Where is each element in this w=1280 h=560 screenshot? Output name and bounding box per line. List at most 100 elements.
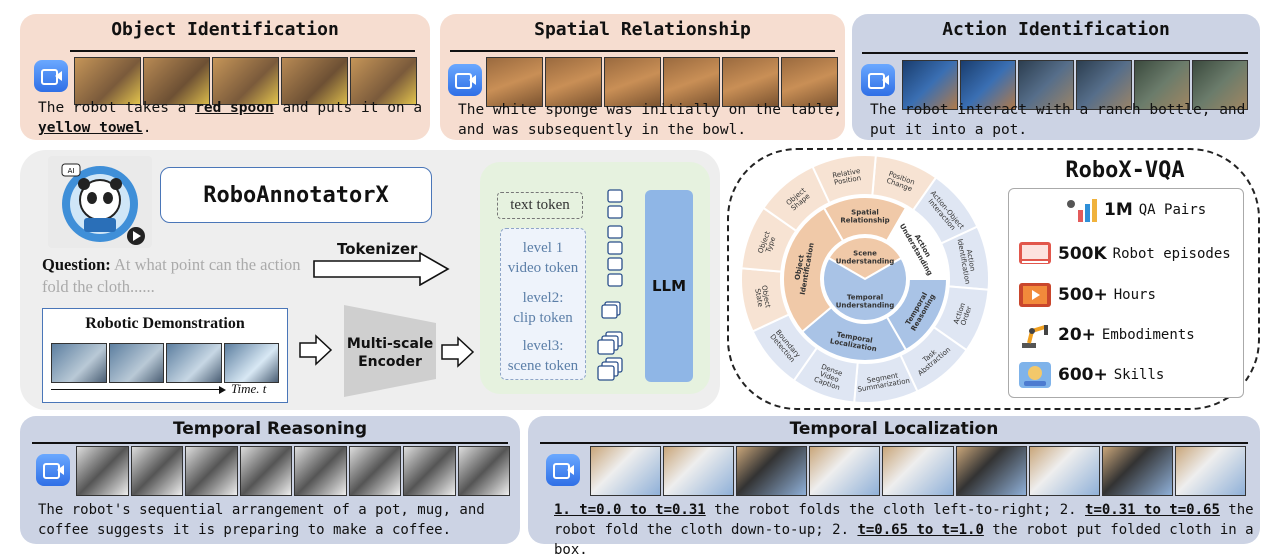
temporal-localization-panel: Temporal Localization 1. t=0.0 to t=0.31… <box>528 416 1260 558</box>
caption-text: the robot folds the cloth left-to-right;… <box>705 502 1086 518</box>
question-label: Question: <box>42 255 111 274</box>
time-axis <box>51 389 223 390</box>
video-frame <box>239 446 292 496</box>
token-stack <box>597 189 623 381</box>
wheel-outer-segment <box>811 154 877 205</box>
video-frame <box>960 60 1016 110</box>
video-frame <box>1101 446 1173 496</box>
token-label-line: video token <box>507 260 579 276</box>
caption-text: . <box>142 120 152 136</box>
stat-skills: 600+ Skills <box>1018 361 1164 389</box>
token-label-line: scene token <box>507 358 579 374</box>
text-token-label: text token <box>510 197 570 213</box>
time-axis-arrowhead <box>219 386 226 394</box>
video-frame <box>403 446 456 496</box>
video-frame <box>1192 60 1248 110</box>
video-frame <box>350 57 417 105</box>
panel-title: Action Identification <box>942 19 1170 40</box>
caption-text: The robot takes a <box>38 100 196 116</box>
tokenizer-label: Tokenizer <box>337 240 418 258</box>
temporal-reasoning-panel: Temporal Reasoning The robot's sequentia… <box>20 416 520 544</box>
token-label-line: level2: <box>522 290 564 306</box>
robotic-demonstration-box: Robotic Demonstration Time. t <box>42 308 288 403</box>
video-frame <box>604 57 661 107</box>
caption-highlight: 1. t=0.0 to t=0.31 <box>554 502 706 518</box>
video-frame <box>212 57 279 105</box>
demo-frame-strip <box>51 343 279 383</box>
title-underline <box>32 442 508 444</box>
panel-caption: The robot interact with a ranch bottle, … <box>870 102 1246 138</box>
video-frame <box>1018 60 1074 110</box>
title-underline <box>450 50 835 52</box>
caption-text: and puts it on a <box>273 100 423 116</box>
wheel-outer-label: ObjectState <box>753 285 772 310</box>
stat-embodiments: 20+ Embodiments <box>1018 321 1195 349</box>
title-underline <box>70 50 415 52</box>
wheel-inner-temporal <box>822 256 908 322</box>
stat-value: 500+ <box>1058 285 1108 305</box>
panel-title: Object Identification <box>111 19 339 40</box>
tokenizer-arrow <box>313 252 450 286</box>
video-token-square <box>607 273 623 287</box>
video-frame <box>1028 446 1100 496</box>
video-frame <box>281 57 348 105</box>
token-label-line: level 1 <box>522 240 564 256</box>
text-token-square <box>607 205 623 219</box>
video-frame <box>76 446 129 496</box>
video-frame <box>955 446 1027 496</box>
caption-text: the robot put folded cloth in a box. <box>554 522 1254 558</box>
panel-caption: The robot takes a red spoon and puts it … <box>38 98 423 138</box>
video-frame <box>736 446 808 496</box>
panel-title: Temporal Localization <box>789 419 999 439</box>
video-frame-strip <box>486 57 838 107</box>
caption-highlight: yellow towel <box>38 120 143 136</box>
video-frame <box>781 57 838 107</box>
robot-arm-icon <box>1022 325 1048 348</box>
caption-highlight: t=0.65 to t=1.0 <box>857 522 984 538</box>
title-underline <box>862 52 1248 54</box>
video-frame-strip <box>902 60 1248 110</box>
scene-token-square <box>597 365 615 381</box>
encoder-label: Multi-scale Encoder <box>344 335 436 371</box>
robox-vqa-panel <box>727 148 1260 410</box>
panda-avatar-icon: AI <box>61 163 145 245</box>
object-identification-panel: Object Identification The robot takes a … <box>20 14 430 140</box>
encoder-arrow <box>441 336 475 368</box>
llm-label: LLM <box>651 277 687 295</box>
encoder-label-line: Encoder <box>358 354 422 370</box>
encoder: Multi-scale Encoder <box>344 303 436 399</box>
stat-label: Embodiments <box>1101 327 1195 343</box>
panel-caption: The robot's sequential arrangement of a … <box>38 502 485 538</box>
token-label-line: level3: <box>522 338 564 354</box>
token-label-line: clip token <box>513 310 573 326</box>
stat-value: 600+ <box>1058 365 1108 385</box>
level3-label: level3: scene token <box>500 336 586 376</box>
video-frame <box>722 57 779 107</box>
caption-highlight: t=0.31 to t=0.65 <box>1085 502 1220 518</box>
wheel-inner-scene <box>827 236 903 281</box>
video-frame <box>51 343 107 383</box>
panel-caption: The white sponge was initially on the ta… <box>458 102 843 138</box>
video-token-square <box>607 257 623 271</box>
text-token-box: text token <box>497 192 583 219</box>
video-frame <box>74 57 141 105</box>
video-frame <box>545 57 602 107</box>
video-frame <box>457 446 510 496</box>
question: Question: At what point can the action f… <box>42 254 302 298</box>
video-frame <box>348 446 401 496</box>
video-frame <box>902 60 958 110</box>
video-icon <box>448 64 482 96</box>
stat-label: QA Pairs <box>1138 202 1207 218</box>
demo-arrow <box>299 334 333 366</box>
video-icon <box>34 60 68 92</box>
encoder-label-line: Multi-scale <box>346 336 434 352</box>
video-frame <box>294 446 347 496</box>
app-name-box: RoboAnnotatorX <box>160 167 432 223</box>
video-icon <box>861 64 895 96</box>
panel-title: Temporal Reasoning <box>172 419 368 439</box>
video-frame <box>663 446 735 496</box>
title-underline <box>540 442 1248 444</box>
video-frame <box>223 343 279 383</box>
video-frame-strip <box>590 446 1246 496</box>
